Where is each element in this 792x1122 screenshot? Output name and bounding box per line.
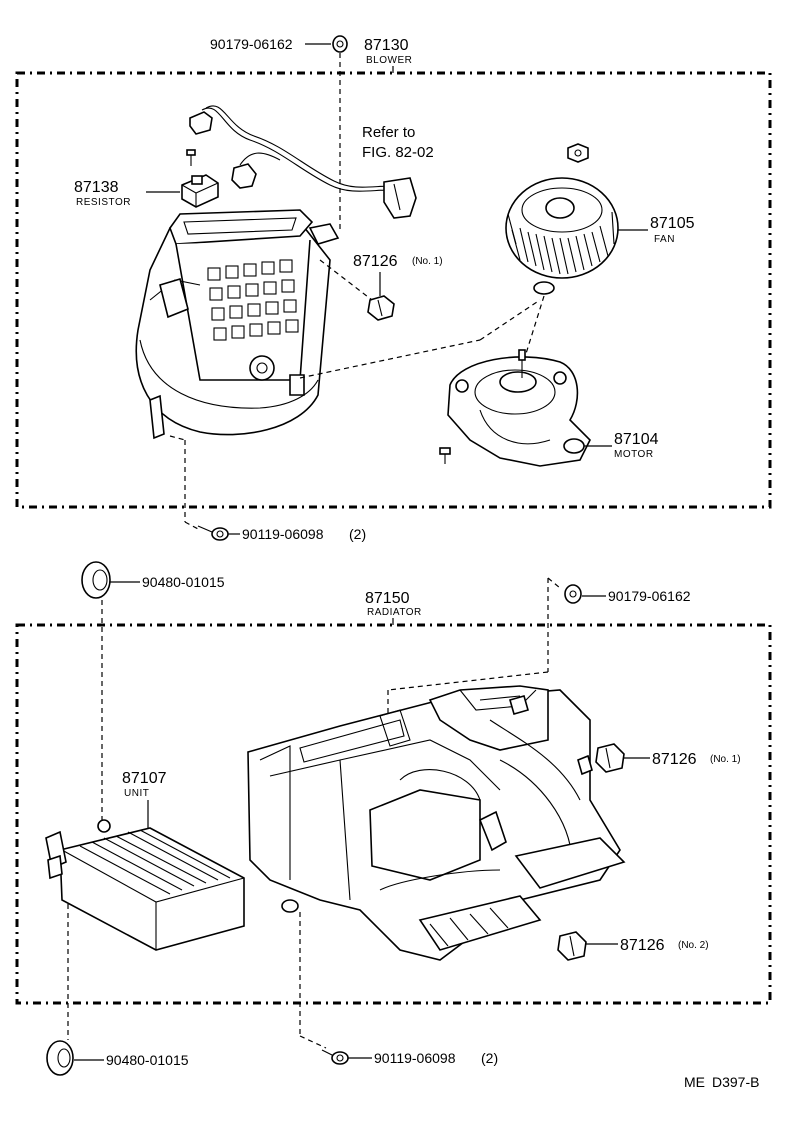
figure-code-me: ME (684, 1074, 705, 1090)
clip-87126-upper-icon (367, 295, 395, 321)
label-90179-top: 90179-06162 (210, 36, 293, 52)
refer-text-line1: Refer to (362, 124, 415, 141)
screw-motor-icon (439, 447, 451, 464)
label-87126-upper-qty: (No. 1) (412, 256, 443, 267)
label-87126-upper: 87126 (353, 253, 398, 270)
figure-code-number: D397-B (712, 1074, 759, 1090)
clip-87126-lower-icon (557, 931, 587, 961)
label-87107-unit: UNIT (124, 788, 149, 799)
radiator-assembly-frame (15, 623, 772, 1005)
label-87126-mid: 87126 (652, 751, 697, 768)
nut-90179-mid-icon (564, 584, 582, 604)
label-87150: 87150 (365, 590, 410, 607)
washer-icon (533, 281, 555, 295)
resistor-87138-icon (181, 174, 219, 208)
bolt-90119-top-icon (197, 525, 229, 541)
label-90119-bottom-qty: (2) (481, 1050, 498, 1066)
label-90119-top-qty: (2) (349, 526, 366, 542)
label-87126-lower: 87126 (620, 937, 665, 954)
wire-harness-icon (189, 105, 417, 219)
motor-87104-icon (447, 349, 591, 467)
nut-fan-icon (567, 143, 589, 163)
label-90480-top: 90480-01015 (142, 574, 225, 590)
label-87138-resistor: RESISTOR (76, 197, 131, 208)
unit-87107-icon (45, 819, 245, 951)
bolt-90119-bottom-icon (321, 1049, 349, 1065)
label-87138: 87138 (74, 179, 119, 196)
label-87130: 87130 (364, 37, 409, 54)
label-87105: 87105 (650, 215, 695, 232)
label-87107: 87107 (122, 770, 167, 787)
label-87104: 87104 (614, 431, 659, 448)
refer-text-line2: FIG. 82-02 (362, 144, 434, 161)
label-87126-mid-qty: (No. 1) (710, 754, 741, 765)
label-87105-fan: FAN (654, 234, 675, 245)
label-87130-blower: BLOWER (366, 55, 412, 66)
label-87104-motor: MOTOR (614, 449, 654, 460)
blower-assembly-frame (15, 71, 772, 509)
label-90119-top: 90119-06098 (242, 526, 324, 542)
blower-housing-icon (135, 209, 340, 440)
nut-90179-top-icon (332, 35, 348, 53)
label-87126-lower-qty: (No. 2) (678, 940, 709, 951)
label-90119-bottom: 90119-06098 (374, 1050, 456, 1066)
label-87150-radiator: RADIATOR (367, 607, 422, 618)
label-90179-mid: 90179-06162 (608, 588, 691, 604)
radiator-housing-icon (247, 685, 626, 961)
fan-87105-icon (505, 177, 619, 279)
label-90480-bottom: 90480-01015 (106, 1052, 189, 1068)
clip-87126-mid-icon (595, 743, 625, 773)
grommet-90480-bottom-icon (46, 1040, 74, 1076)
screw-resistor-icon (186, 149, 196, 166)
grommet-90480-top-icon (81, 561, 111, 599)
